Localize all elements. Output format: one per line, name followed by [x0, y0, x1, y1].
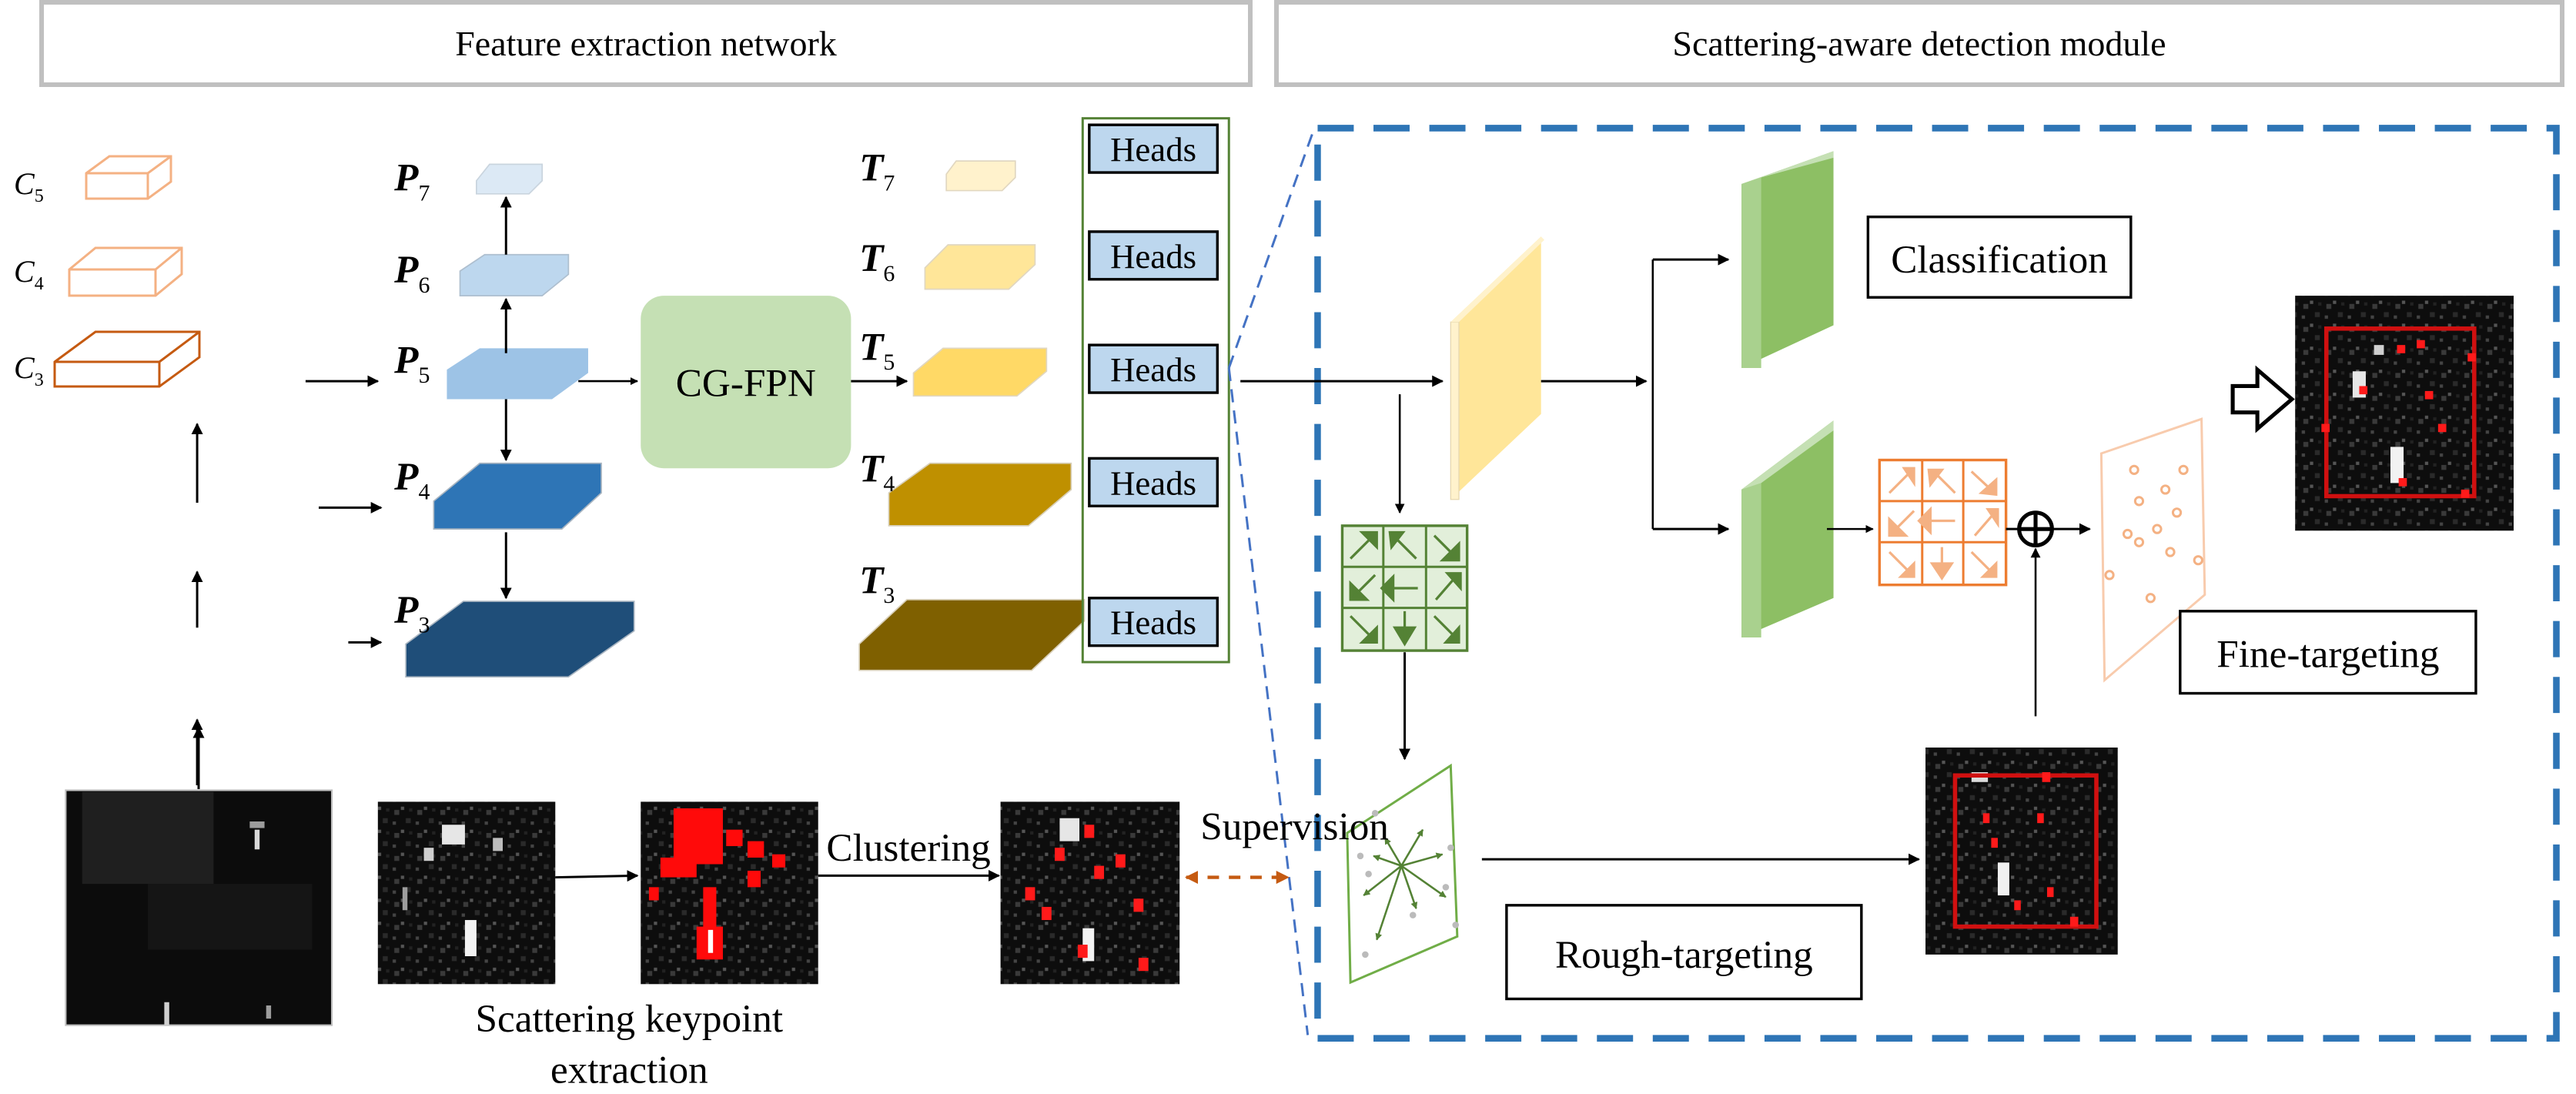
label-t4: T4: [859, 447, 895, 497]
pyramid-p6: [459, 253, 570, 296]
output-t6: [924, 244, 1036, 290]
output-arrow-icon: [2230, 365, 2295, 433]
label-t3: T3: [859, 558, 895, 608]
backbone-c4: [68, 246, 183, 297]
output-labels: T7 T6 T5 T4 T3: [859, 146, 895, 608]
svg-text:Heads: Heads: [1110, 237, 1196, 276]
label-p5: P5: [393, 338, 430, 388]
keypoint-caption-line1: Scattering keypoint: [476, 997, 784, 1041]
feature-map-yellow: [1450, 236, 1544, 500]
pyramid-labels: P7 P6 P5 P4 P3: [393, 156, 430, 638]
backbone-c3: [53, 330, 201, 388]
keypoint-caption-line2: extraction: [550, 1048, 708, 1092]
sum-node: [2006, 510, 2054, 548]
svg-text:Heads: Heads: [1110, 463, 1196, 502]
pyramid-p4: [433, 462, 602, 530]
label-p6: P6: [393, 248, 430, 298]
label-c5: C5: [14, 166, 44, 206]
header-feature-extraction: Feature extraction network: [39, 0, 1253, 87]
rough-targeting-label-box: Rough-targeting: [1505, 904, 1863, 1001]
label-p4: P4: [393, 455, 430, 505]
label-p3: P3: [393, 588, 430, 638]
heads-box-t6: Heads: [1088, 230, 1219, 281]
classification-feature-map: [1741, 151, 1834, 369]
pyramid-p5: [447, 348, 588, 400]
heads-box-t5: Heads: [1088, 343, 1219, 394]
fine-offset-grid: [1878, 458, 2008, 587]
label-t7: T7: [859, 146, 895, 196]
zoom-guide-bottom: [1227, 367, 1310, 1035]
rough-offset-arrows: [1349, 530, 1462, 647]
label-c3: C3: [14, 350, 44, 390]
cg-fpn-label: CG-FPN: [676, 361, 816, 405]
backbone-c5: [85, 155, 172, 200]
classification-label-box: Classification: [1866, 215, 2133, 299]
header-right-title: Scattering-aware detection module: [1672, 24, 2166, 63]
clustering-label: Clustering: [826, 826, 990, 870]
svg-text:Heads: Heads: [1110, 604, 1196, 642]
pyramid-p7: [476, 163, 544, 195]
zoom-guide-top: [1227, 127, 1316, 369]
label-t6: T6: [859, 236, 895, 286]
output-t3: [858, 599, 1086, 671]
arrow-chip-to-keypoints: [555, 870, 639, 882]
heads-box-t4: Heads: [1088, 457, 1219, 507]
pyramid-p3: [405, 601, 635, 678]
label-c4: C4: [14, 254, 44, 294]
svg-text:Rough-targeting: Rough-targeting: [1555, 933, 1813, 977]
fine-offset-arrows: [1888, 467, 1999, 581]
input-sar-image: [65, 789, 333, 1026]
sar-chip-image: [377, 801, 556, 985]
fine-targeting-label-box: Fine-targeting: [2179, 610, 2477, 695]
regression-feature-map: [1741, 420, 1834, 637]
cg-fpn-block: CG-FPN: [641, 296, 851, 469]
fine-result-image: [2295, 296, 2514, 531]
keypoint-heatmap-image: [641, 801, 818, 985]
output-t5: [912, 347, 1048, 397]
header-scattering-module: Scattering-aware detection module: [1274, 0, 2564, 87]
svg-text:Fine-targeting: Fine-targeting: [2216, 632, 2439, 676]
label-t5: T5: [859, 325, 895, 375]
backbone-labels: C5 C4 C3: [14, 166, 44, 390]
supervision-label: Supervision: [1200, 805, 1389, 848]
scattering-module-frame: [1314, 125, 2560, 1042]
heads-column: Heads Heads Heads Heads Heads: [1081, 117, 1230, 664]
header-left-title: Feature extraction network: [455, 24, 837, 63]
svg-text:Heads: Heads: [1110, 350, 1196, 389]
label-p7: P7: [393, 156, 430, 206]
rough-result-image: [1925, 747, 2118, 955]
output-t7: [945, 160, 1016, 192]
rough-point-set: [1346, 763, 1459, 985]
rough-offset-grid: [1340, 524, 1469, 652]
heads-box-t7: Heads: [1088, 123, 1219, 174]
svg-text:Heads: Heads: [1110, 130, 1196, 169]
heads-box-t3: Heads: [1088, 597, 1219, 647]
output-t4: [888, 462, 1072, 527]
svg-text:Classification: Classification: [1891, 238, 2108, 282]
fine-point-set: [2099, 417, 2206, 683]
clustered-keypoints-image: [1000, 801, 1180, 985]
